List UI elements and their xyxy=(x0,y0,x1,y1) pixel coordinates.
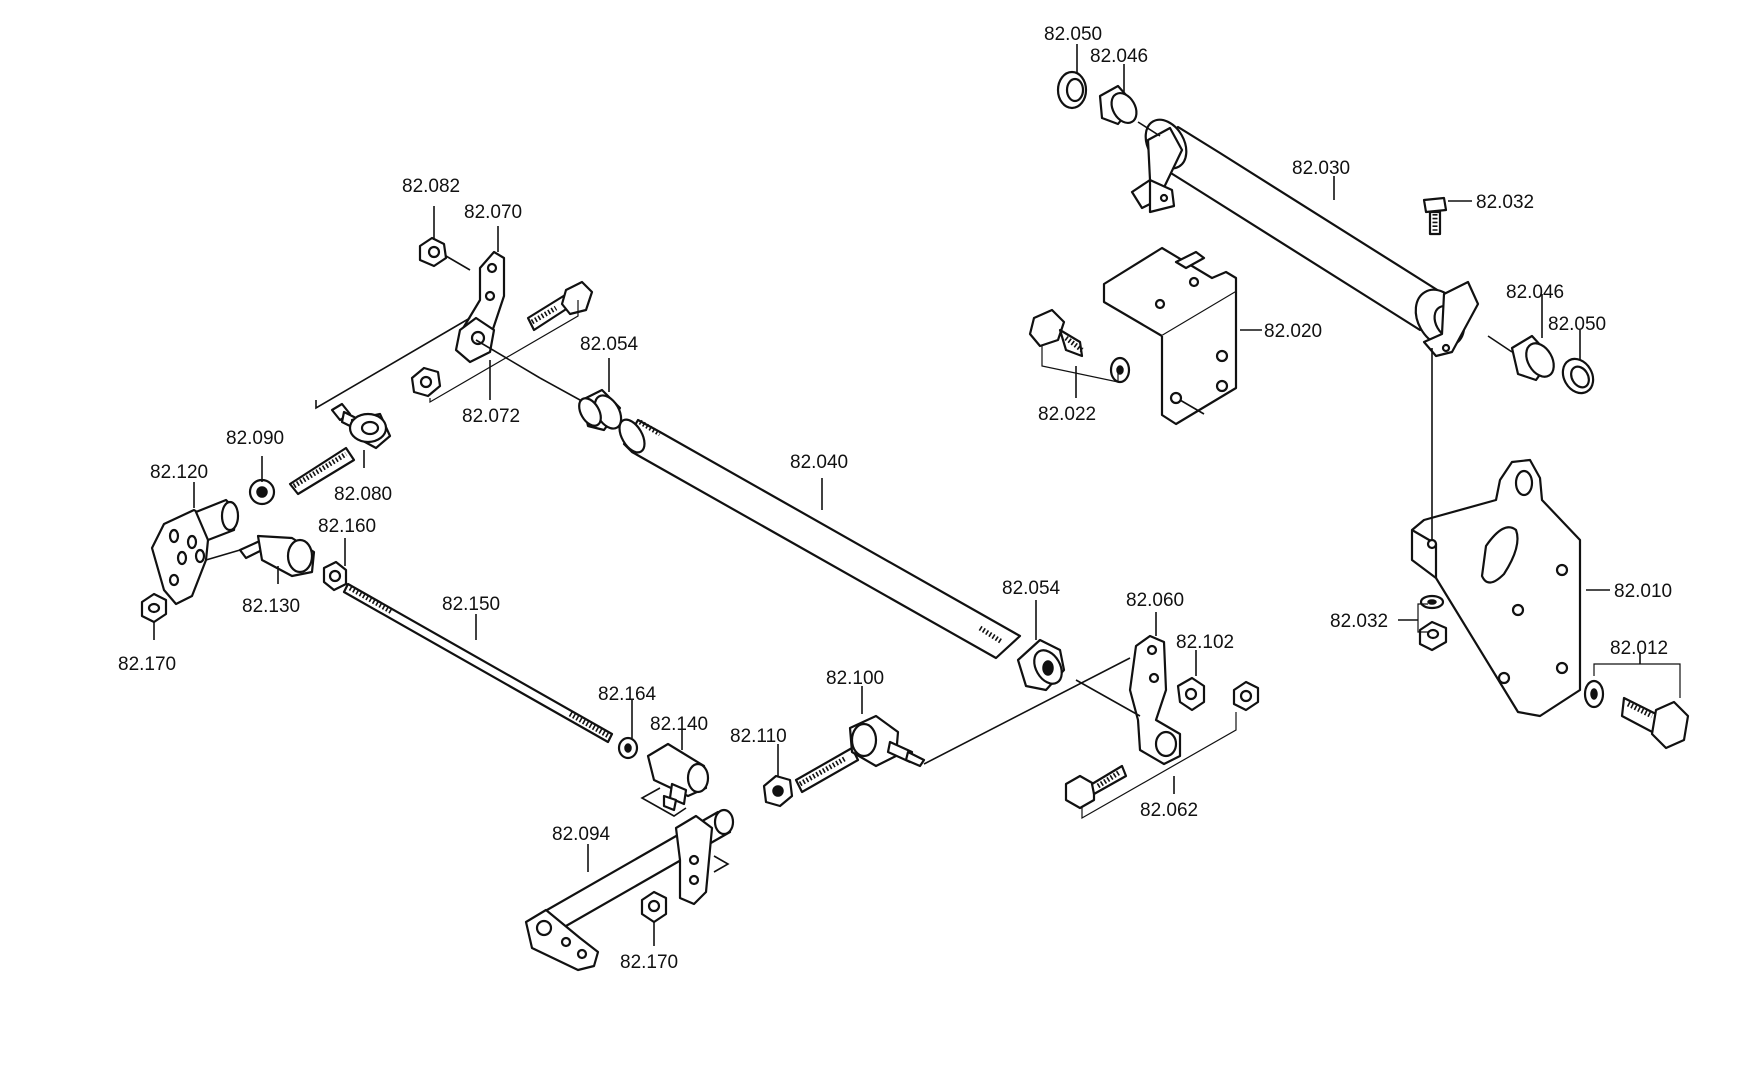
label-82-070: 82.070 xyxy=(464,202,522,223)
bushing-82-054-top[interactable] xyxy=(575,388,627,433)
label-82-150: 82.150 xyxy=(442,594,500,615)
label-82-012: 82.012 xyxy=(1610,638,1668,659)
ring-82-050-right[interactable] xyxy=(1557,353,1599,398)
shaft-82-030[interactable] xyxy=(1130,112,1480,358)
nut-82-072[interactable] xyxy=(410,366,442,398)
bolt-82-022[interactable] xyxy=(1028,308,1084,358)
washer-82-022[interactable] xyxy=(1109,356,1131,384)
label-82-054-bottom: 82.054 xyxy=(1002,578,1061,599)
label-82-062: 82.062 xyxy=(1140,800,1198,821)
rod-end-82-080[interactable] xyxy=(288,402,392,496)
nut-82-062[interactable] xyxy=(1232,680,1260,712)
rod-end-82-100[interactable] xyxy=(794,714,926,794)
label-82-054-top: 82.054 xyxy=(580,334,639,355)
label-82-020: 82.020 xyxy=(1264,321,1322,342)
label-82-010: 82.010 xyxy=(1614,581,1672,602)
label-82-120: 82.120 xyxy=(150,462,208,483)
label-82-160: 82.160 xyxy=(318,516,376,537)
nut-82-170-bottom[interactable] xyxy=(640,890,668,924)
label-82-046-top: 82.046 xyxy=(1090,46,1148,67)
bolt-82-062[interactable] xyxy=(1064,764,1128,810)
bushing-82-046-top[interactable] xyxy=(1098,84,1142,127)
label-82-060: 82.060 xyxy=(1126,590,1184,611)
leader-lines xyxy=(153,44,1681,946)
washer-82-012[interactable] xyxy=(1583,679,1605,709)
linkage-lines xyxy=(205,317,1141,873)
washer-82-164[interactable] xyxy=(617,736,639,760)
label-82-030: 82.030 xyxy=(1292,158,1350,179)
label-82-050-top: 82.050 xyxy=(1044,24,1102,45)
nut-82-170-left[interactable] xyxy=(140,592,168,624)
label-82-040: 82.040 xyxy=(790,452,848,473)
bracket-82-020[interactable] xyxy=(1102,246,1238,426)
bracket-82-010[interactable] xyxy=(1410,458,1582,718)
rod-end-82-130[interactable] xyxy=(238,534,316,578)
ring-82-050-top[interactable] xyxy=(1056,70,1088,110)
label-82-170-left: 82.170 xyxy=(118,654,176,675)
label-82-140: 82.140 xyxy=(650,714,708,735)
bushing-82-054-bottom[interactable] xyxy=(1016,638,1067,692)
label-82-050-right: 82.050 xyxy=(1548,314,1606,335)
part-labels: 82.050 82.046 82.030 82.032 82.046 82.05… xyxy=(118,24,1672,973)
label-82-094: 82.094 xyxy=(552,824,611,845)
rod-82-150[interactable] xyxy=(342,582,614,744)
bushing-82-046-right[interactable] xyxy=(1510,334,1559,382)
label-82-032-top: 82.032 xyxy=(1476,192,1534,213)
shaft-82-094[interactable] xyxy=(524,808,735,972)
nut-82-110[interactable] xyxy=(762,774,794,808)
label-82-110: 82.110 xyxy=(730,726,787,747)
label-82-082: 82.082 xyxy=(402,176,460,197)
label-82-170-bottom: 82.170 xyxy=(620,952,678,973)
label-82-080: 82.080 xyxy=(334,484,392,505)
plate-82-120[interactable] xyxy=(150,498,240,606)
rod-end-82-140[interactable] xyxy=(646,742,710,812)
nut-82-032[interactable] xyxy=(1418,620,1448,652)
nut-82-082[interactable] xyxy=(418,236,448,268)
label-82-130: 82.130 xyxy=(242,596,300,617)
label-82-102: 82.102 xyxy=(1176,632,1234,653)
label-82-164: 82.164 xyxy=(598,684,657,705)
bolt-82-032-top[interactable] xyxy=(1422,196,1448,236)
label-82-100: 82.100 xyxy=(826,668,884,689)
washer-82-032[interactable] xyxy=(1419,594,1445,610)
shaft-82-040[interactable] xyxy=(614,415,1022,660)
label-82-032-bottom: 82.032 xyxy=(1330,611,1388,632)
nut-82-090[interactable] xyxy=(248,478,276,506)
lever-82-060[interactable] xyxy=(1128,634,1182,766)
bolt-82-072[interactable] xyxy=(526,280,594,332)
label-82-022: 82.022 xyxy=(1038,404,1096,425)
lever-82-070[interactable] xyxy=(454,250,506,364)
nut-82-160[interactable] xyxy=(322,560,348,592)
label-82-072: 82.072 xyxy=(462,406,520,427)
nut-82-102[interactable] xyxy=(1176,676,1206,712)
bolt-82-012[interactable] xyxy=(1620,696,1690,750)
label-82-046-right: 82.046 xyxy=(1506,282,1564,303)
label-82-090: 82.090 xyxy=(226,428,284,449)
